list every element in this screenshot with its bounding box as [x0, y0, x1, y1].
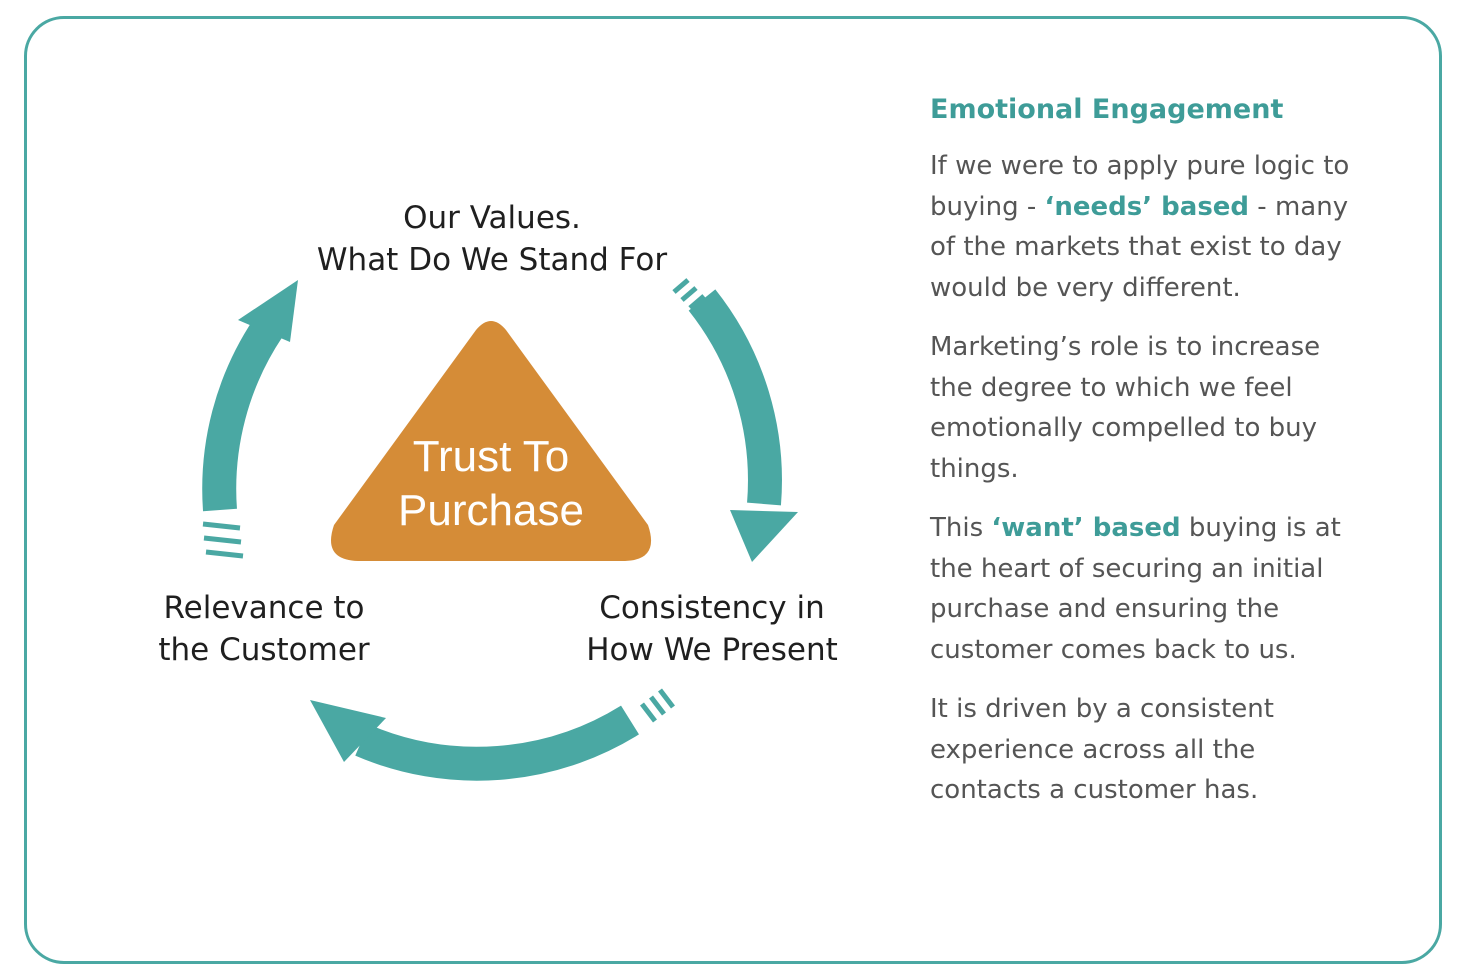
engagement-panel: Emotional Engagement If we were to apply… [930, 88, 1370, 830]
want-based-highlight: ‘want’ based [991, 513, 1181, 543]
node-relevance-line1: Relevance to [163, 590, 365, 626]
paragraph-marketing: Marketing’s role is to increase the degr… [930, 332, 1321, 484]
node-consistency-line1: Consistency in [599, 590, 825, 626]
node-relevance: Relevance to the Customer [134, 587, 394, 671]
node-consistency: Consistency in How We Present [562, 587, 862, 671]
panel-heading: Emotional Engagement [930, 94, 1284, 125]
center-label-line2: Purchase [398, 486, 584, 535]
center-label-line1: Trust To [412, 432, 570, 481]
arrow-right-to-left [310, 688, 675, 781]
arrow-top-to-right [672, 278, 798, 562]
paragraph-needs: If we were to apply pure logic to buying… [930, 146, 1370, 308]
paragraph-want-text-a: This [930, 513, 992, 543]
paragraph-needs-text-c: - many of the markets that exist to day … [930, 191, 1349, 303]
needs-based-highlight: ‘needs’ based [1044, 191, 1250, 222]
trust-triangle [331, 321, 652, 561]
content-frame [24, 16, 1442, 964]
center-label: Trust To Purchase [360, 430, 622, 538]
paragraph-want: This ‘want’ based buying is at the heart… [930, 508, 1370, 670]
node-values: Our Values. What Do We Stand For [292, 197, 692, 281]
paragraph-want-text-c: buying is at the heart of securing an in… [930, 513, 1341, 665]
paragraph-consistent: It is driven by a consistent experience … [930, 694, 1274, 805]
node-consistency-line2: How We Present [586, 632, 838, 668]
node-relevance-line2: the Customer [158, 632, 370, 668]
arrow-left-to-top [202, 280, 298, 559]
paragraph-needs-text-a: If we were to apply pure logic to buying… [930, 151, 1350, 222]
node-values-line2: What Do We Stand For [316, 242, 668, 278]
node-values-line1: Our Values. [403, 200, 581, 236]
